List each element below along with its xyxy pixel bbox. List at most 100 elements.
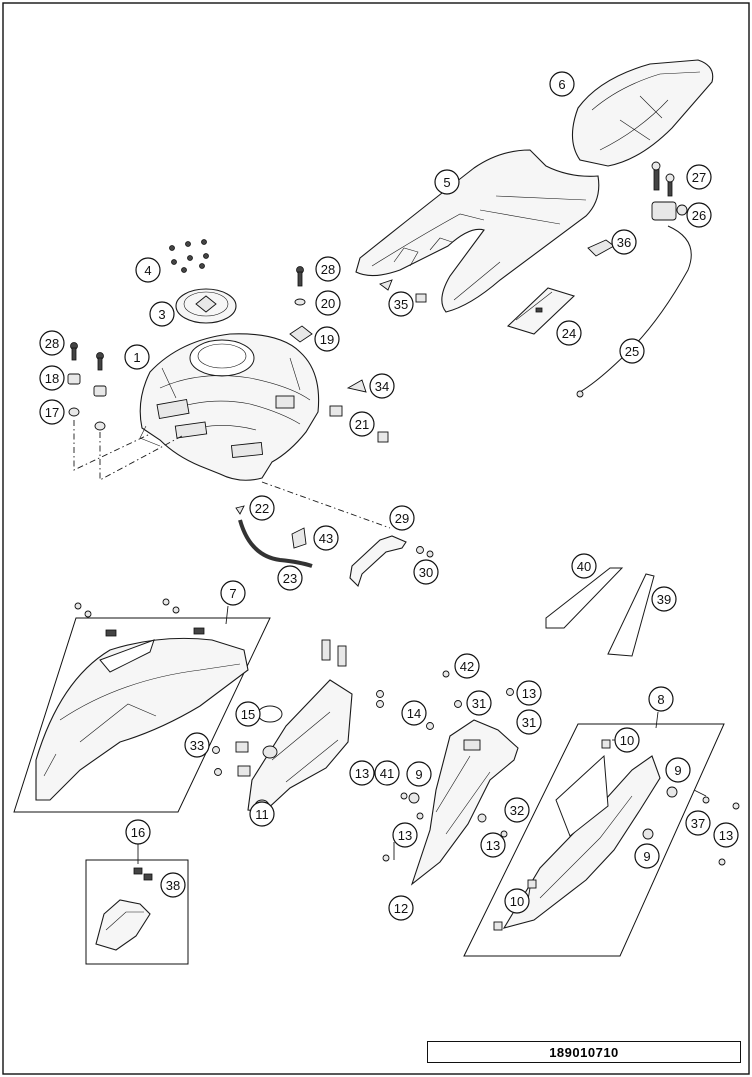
callout-number: 31 [522,715,536,730]
callout-7: 7 [220,580,246,606]
tank-hose [235,505,313,568]
callout-6: 6 [549,71,575,97]
callout-20: 20 [315,290,341,316]
tail-panel-right [463,723,740,957]
callout-number: 30 [419,565,433,580]
callout-number: 42 [460,659,474,674]
callout-22: 22 [249,495,275,521]
callout-36: 36 [611,229,637,255]
callout-13: 13 [713,822,739,848]
callout-number: 39 [657,592,671,607]
callout-4: 4 [135,257,161,283]
callout-number: 31 [472,696,486,711]
callout-number: 38 [166,878,180,893]
callout-number: 40 [577,559,591,574]
callout-13: 13 [516,680,542,706]
callout-12: 12 [388,895,414,921]
callout-number: 15 [241,707,255,722]
callout-circle [220,580,246,606]
callout-number: 7 [229,586,236,601]
callout-circle [406,761,432,787]
callout-circle [434,169,460,195]
callout-circle [349,411,375,437]
callout-circle [369,373,395,399]
callout-circle [634,843,660,869]
callout-13: 13 [349,760,375,786]
drawing-number: 189010710 [427,1041,741,1063]
callout-5: 5 [434,169,460,195]
callout-circle [135,257,161,283]
callout-number: 13 [522,686,536,701]
callout-circle [401,700,427,726]
callout-circle [556,320,582,346]
callout-31: 31 [516,709,542,735]
callout-number: 6 [558,77,565,92]
callout-number: 9 [674,763,681,778]
callout-number: 1 [133,350,140,365]
callout-number: 13 [719,828,733,843]
leader-line [73,420,151,471]
callout-number: 13 [398,828,412,843]
callout-circle [315,256,341,282]
callout-circle [184,732,210,758]
callout-circle [611,229,637,255]
callout-11: 11 [249,801,275,827]
callout-number: 33 [190,738,204,753]
front-fairing-left [13,598,271,813]
callout-number: 34 [375,379,389,394]
callout-circle [277,565,303,591]
tool-pouch [506,287,576,335]
callout-circle [249,801,275,827]
callout-number: 3 [158,307,165,322]
callout-circle [648,686,674,712]
callout-circle [124,344,150,370]
callout-circle [235,701,261,727]
callout-circle [388,291,414,317]
callout-number: 36 [617,235,631,250]
callout-37: 37 [685,810,711,836]
callout-24: 24 [556,320,582,346]
callout-circle [685,810,711,836]
callout-number: 13 [486,838,500,853]
fuel-tank [139,333,320,481]
callout-circle [389,505,415,531]
callout-number: 26 [692,208,706,223]
callout-number: 4 [144,263,151,278]
callout-circle [480,832,506,858]
callout-circle [504,888,530,914]
callout-circle [686,164,712,190]
callout-circle [516,709,542,735]
callout-number: 35 [394,297,408,312]
callout-circle [39,330,65,356]
callout-circle [160,872,186,898]
callout-13: 13 [480,832,506,858]
callout-circle [619,338,645,364]
callout-39: 39 [651,586,677,612]
callout-circle [686,202,712,228]
callout-number: 29 [395,511,409,526]
callout-number: 18 [45,371,59,386]
callout-43: 43 [313,525,339,551]
passenger-seat [571,59,714,167]
callout-9: 9 [665,757,691,783]
callout-15: 15 [235,701,261,727]
callout-30: 30 [413,559,439,585]
callout-42: 42 [454,653,480,679]
callout-circle [549,71,575,97]
callout-circle [39,365,65,391]
callout-number: 12 [394,901,408,916]
callout-number: 43 [319,531,333,546]
headlight-cover [85,859,189,965]
fuel-cap [175,288,237,324]
decal-pair [545,567,655,657]
callout-number: 9 [643,849,650,864]
rider-seat [355,149,600,313]
callout-circle [39,399,65,425]
callout-number: 9 [415,767,422,782]
callout-number: 32 [510,803,524,818]
callout-circle [571,553,597,579]
callout-10: 10 [614,727,640,753]
